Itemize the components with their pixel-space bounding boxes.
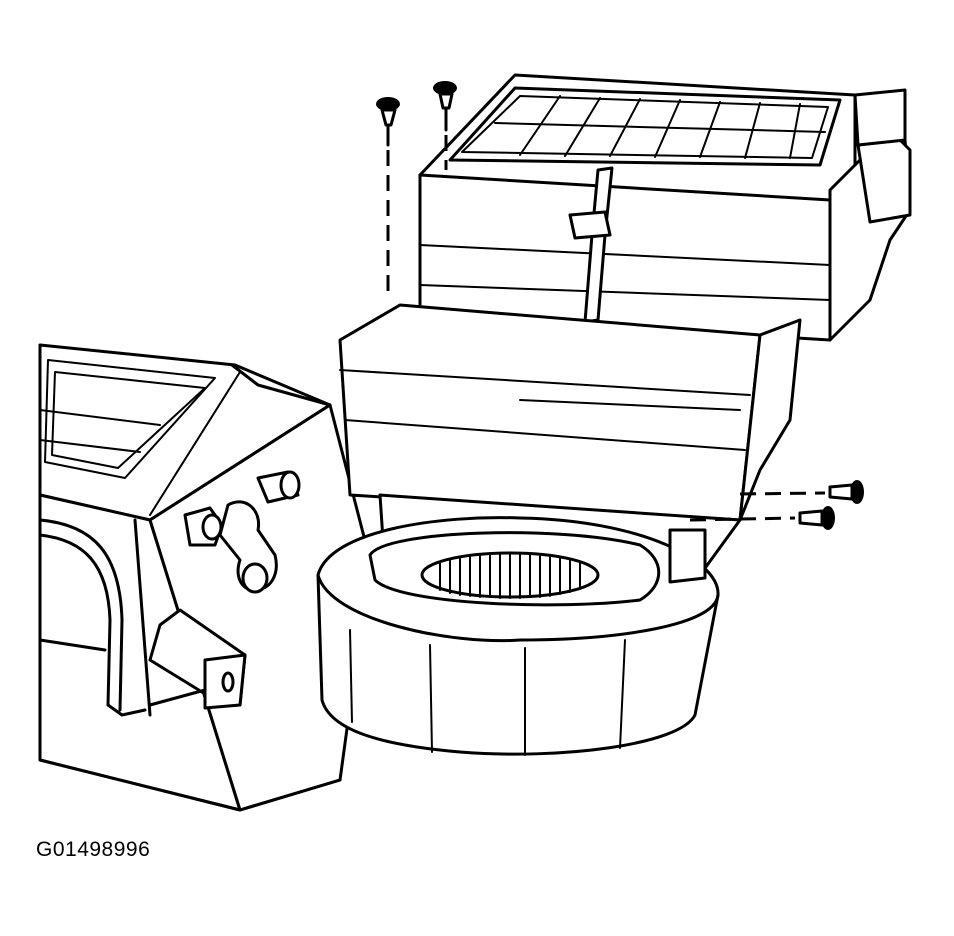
side-screw-upper: [739, 480, 864, 504]
air-inlet-housing: [418, 73, 912, 367]
figure-id-label: G01498996: [36, 838, 151, 861]
blower-wheel-opening: [420, 551, 600, 599]
top-screw-left: [376, 97, 400, 300]
top-screw-right: [433, 81, 457, 170]
inlet-filter-grille: [448, 86, 842, 167]
side-screw-lower: [689, 506, 835, 530]
blower-motor: [316, 516, 720, 756]
